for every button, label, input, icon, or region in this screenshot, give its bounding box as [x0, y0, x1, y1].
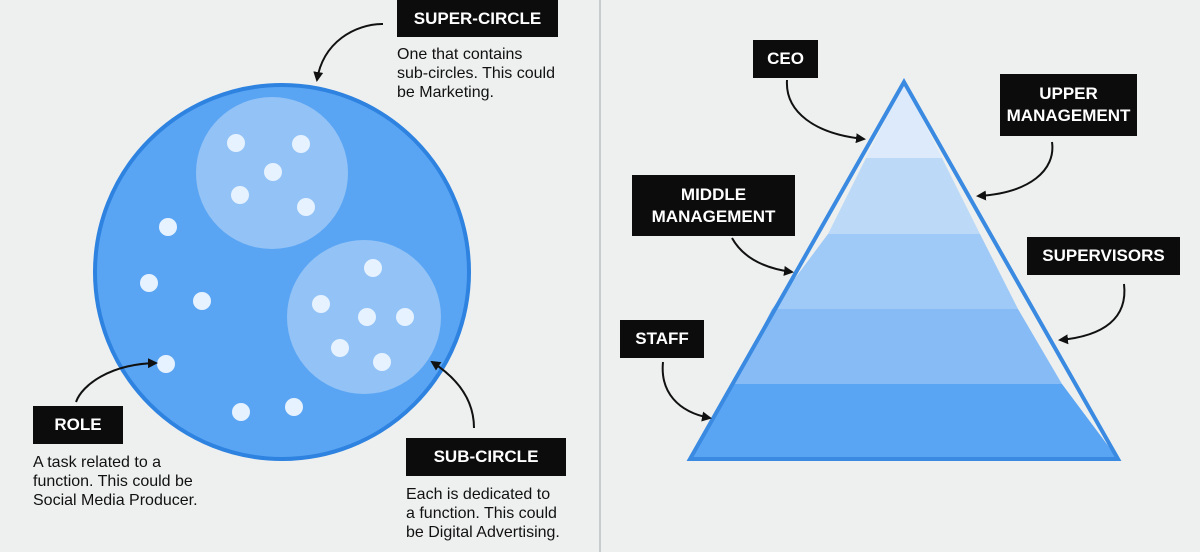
super-circle-label-text: SUPER-CIRCLE	[413, 8, 542, 28]
role-dot	[264, 163, 282, 181]
role-dot	[358, 308, 376, 326]
role-dot	[232, 403, 250, 421]
sub-circle-arrow	[430, 360, 475, 429]
role-dot	[364, 259, 382, 277]
role-dot	[285, 398, 303, 416]
role-dot	[140, 274, 158, 292]
upper-management-arrow	[976, 141, 1054, 201]
role-dot	[331, 339, 349, 357]
pyramid-tier-ceo	[866, 82, 942, 158]
pyramid-tier-upper-management	[828, 158, 980, 234]
role-dot	[292, 135, 310, 153]
middle-management-label: MIDDLE MANAGEMENT	[632, 175, 795, 236]
pyramid-outline	[686, 77, 1122, 461]
upper-management-label: UPPER MANAGEMENT	[1000, 74, 1137, 136]
middle-management-label-text: MIDDLE	[680, 184, 747, 204]
pyramid-tier-supervisors	[734, 309, 1062, 384]
role-dot	[159, 218, 177, 236]
role-desc-line: function. This could be	[33, 473, 193, 490]
role-desc-line: Social Media Producer.	[33, 492, 198, 509]
super-circle-desc-line: sub-circles. This could	[397, 65, 555, 82]
role-dot	[227, 134, 245, 152]
pyramid-tier-staff	[690, 384, 1118, 459]
staff-arrow	[661, 361, 712, 422]
sub-circle-label-text: SUB-CIRCLE	[433, 447, 539, 466]
role-dots	[140, 134, 414, 421]
role-dot	[373, 353, 391, 371]
role-dot	[396, 308, 414, 326]
super-circle-arrow	[313, 23, 384, 82]
ceo-label: CEO	[753, 40, 818, 78]
role-arrow	[75, 358, 158, 403]
sub-circle-desc-line: Each is dedicated to	[406, 486, 551, 503]
role-dot	[157, 355, 175, 373]
ceo-label-text: CEO	[767, 49, 804, 68]
role-dot	[231, 186, 249, 204]
pyramid-tier-middle-management	[772, 234, 1018, 309]
circle-model	[75, 23, 475, 461]
role-description: A task related to a function. This could…	[33, 453, 198, 510]
role-dot	[312, 295, 330, 313]
role-label: ROLE	[33, 406, 123, 444]
role-dot	[297, 198, 315, 216]
sub-circle-desc-line: be Digital Advertising.	[406, 524, 560, 541]
upper-management-label-text: UPPER	[1039, 84, 1098, 103]
middle-management-label-text: MANAGEMENT	[651, 206, 776, 226]
upper-management-label-text: MANAGEMENT	[1006, 106, 1131, 125]
supervisors-label-text: SUPERVISORS	[1042, 246, 1165, 265]
ceo-arrow	[785, 79, 866, 144]
sub-circle-desc-line: a function. This could	[406, 505, 557, 522]
role-dot	[193, 292, 211, 310]
staff-label: STAFF	[620, 320, 704, 358]
super-circle-description: One that contains sub-circles. This coul…	[397, 45, 555, 102]
super-circle-desc-line: be Marketing.	[397, 84, 494, 101]
sub-circle-description: Each is dedicated to a function. This co…	[406, 485, 560, 542]
super-circle-label: SUPER-CIRCLE	[397, 0, 558, 37]
super-circle-desc-line: One that contains	[397, 46, 523, 63]
sub-circle-label: SUB-CIRCLE	[406, 438, 566, 476]
staff-label-text: STAFF	[635, 329, 689, 348]
role-label-text: ROLE	[54, 415, 102, 434]
middle-management-arrow	[731, 237, 794, 276]
role-desc-line: A task related to a	[33, 454, 162, 471]
supervisors-arrow	[1058, 283, 1126, 345]
supervisors-label: SUPERVISORS	[1027, 237, 1180, 275]
pyramid-model	[661, 77, 1126, 461]
